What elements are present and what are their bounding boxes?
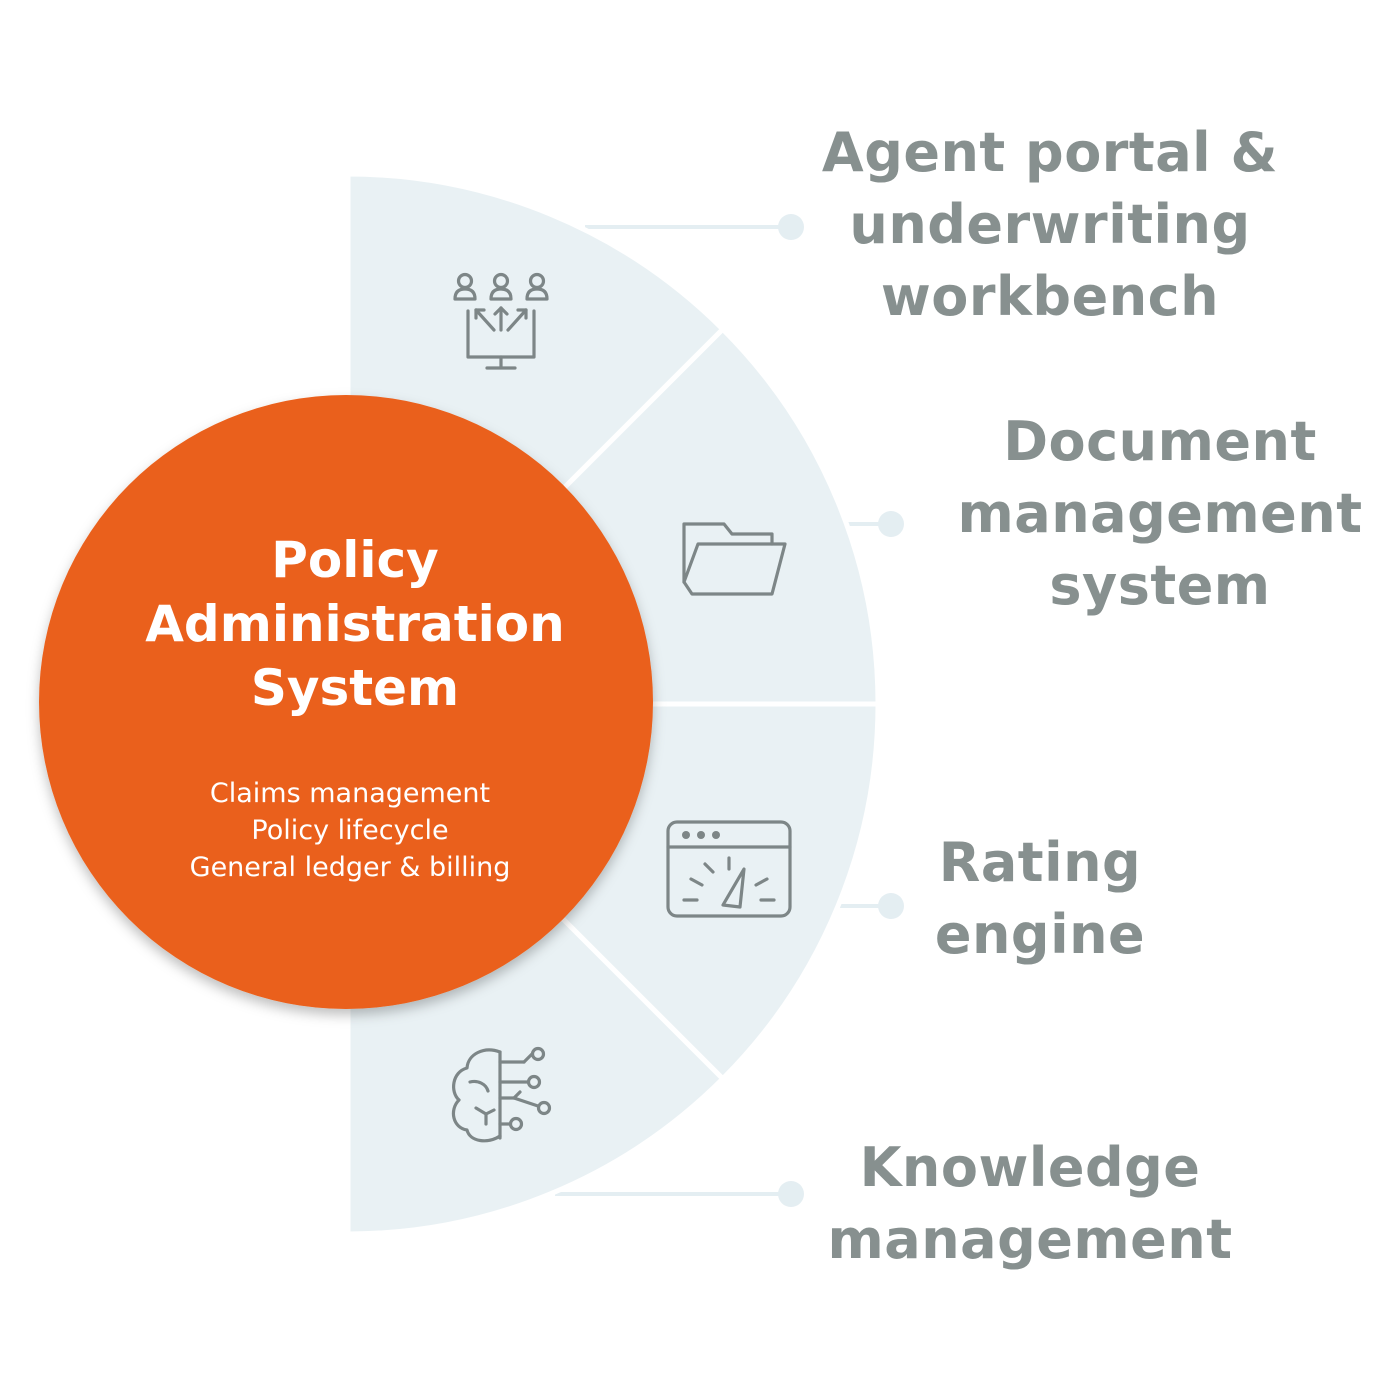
module-label-line: underwriting — [849, 193, 1251, 256]
core-title-line: System — [250, 659, 460, 717]
module-label-document-management: Document management system — [930, 406, 1390, 622]
module-label-line: management — [827, 1208, 1233, 1271]
dashboard-gauge-icon — [666, 820, 792, 918]
module-label-line: system — [1049, 554, 1271, 617]
folder-icon — [682, 522, 787, 596]
connector-dot-agent — [778, 214, 804, 240]
module-label-line: engine — [934, 903, 1146, 966]
core-title: Policy Administration System — [100, 528, 610, 720]
module-label-knowledge-management: Knowledge management — [800, 1132, 1260, 1276]
core-sub-item-lifecycle: Policy lifecycle — [251, 815, 449, 846]
connector-dot-document — [878, 511, 904, 537]
module-label-line: Document — [1003, 410, 1317, 473]
brain-circuit-icon — [451, 1046, 552, 1143]
module-label-line: Knowledge — [859, 1136, 1201, 1199]
core-sub-item-ledger: General ledger & billing — [189, 852, 511, 883]
module-label-rating-engine: Rating engine — [880, 827, 1200, 971]
connector-dot-knowledge — [778, 1181, 804, 1207]
connector-dot-rating — [878, 893, 904, 919]
module-label-line: management — [957, 482, 1363, 545]
core-sub-item-claims: Claims management — [209, 778, 491, 809]
core-sub-items: Claims management Policy lifecycle Gener… — [110, 775, 590, 886]
module-label-agent-portal: Agent portal & underwriting workbench — [790, 117, 1310, 333]
module-label-line: Rating — [938, 831, 1142, 894]
module-label-line: workbench — [880, 265, 1220, 328]
core-title-line: Administration — [145, 595, 565, 653]
agents-monitor-icon — [453, 272, 549, 370]
module-label-line: Agent portal & — [821, 121, 1279, 184]
core-title-line: Policy — [271, 531, 439, 589]
core-circle — [39, 395, 653, 1009]
